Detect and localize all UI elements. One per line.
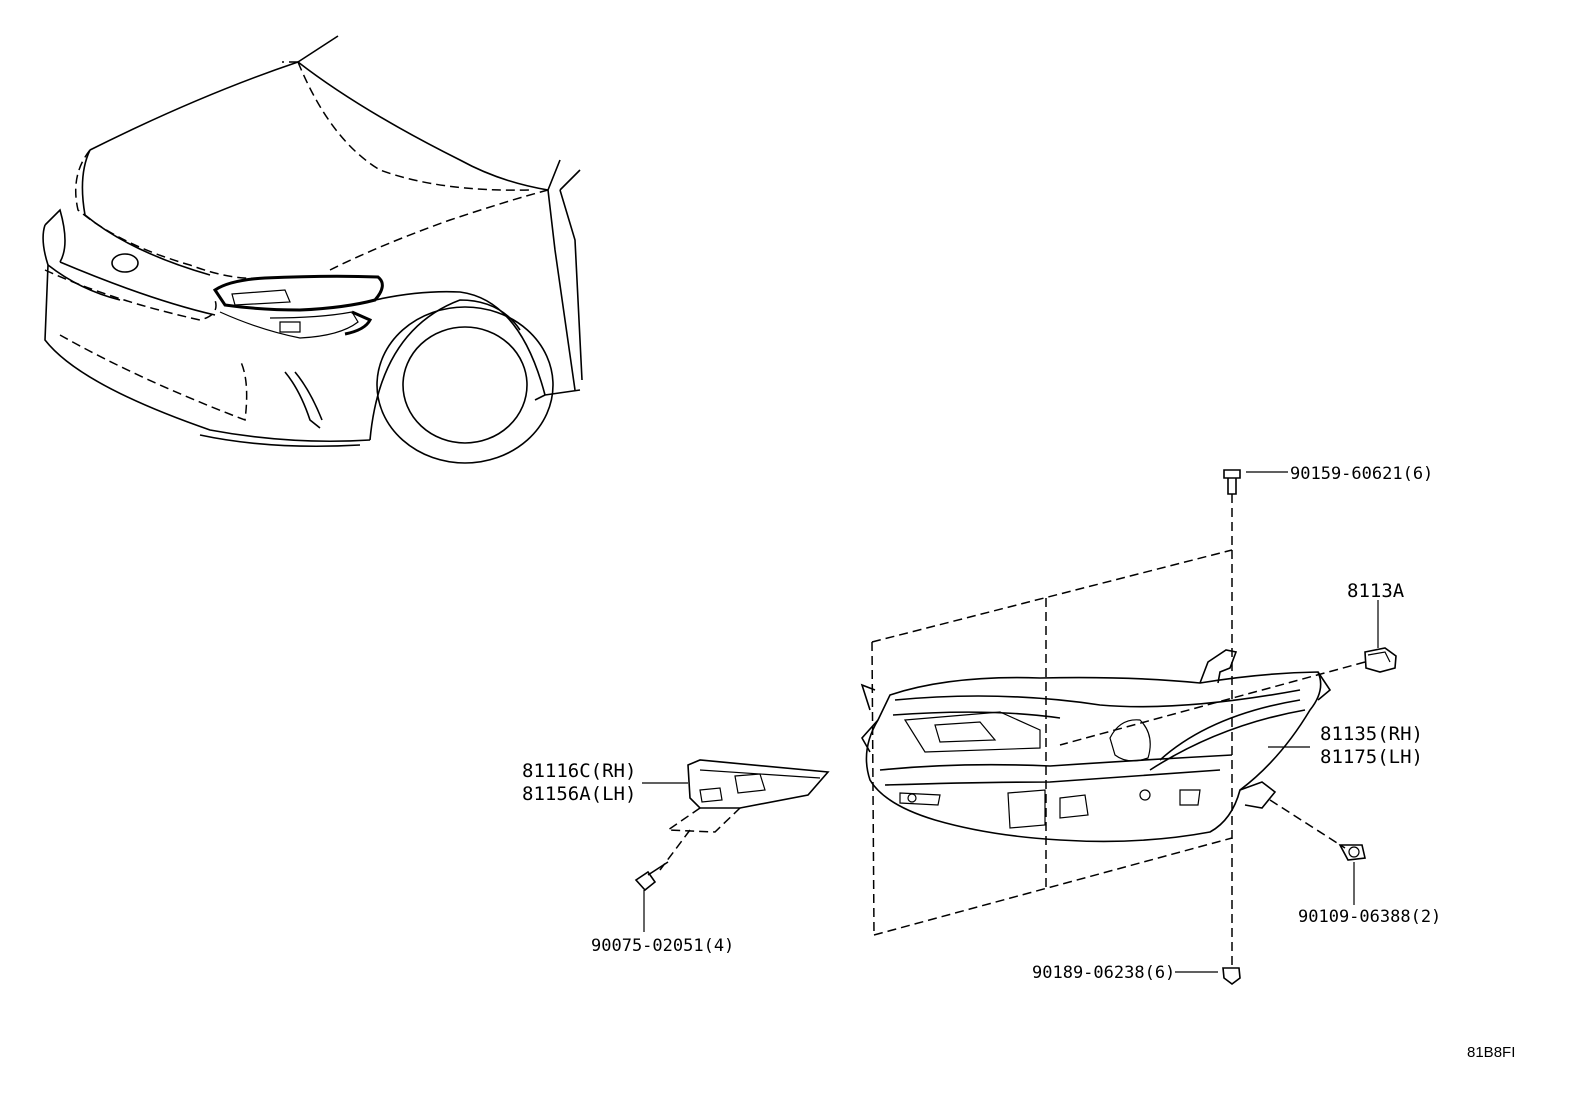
socket-8113a [1364, 647, 1397, 673]
diagram-code: 81B8FI [1467, 1044, 1515, 1061]
label-bracket-lh: 81156A(LH) [522, 783, 636, 805]
headlamp-bracket [665, 759, 830, 833]
bolt-top [1223, 469, 1241, 495]
vehicle-overview [42, 35, 583, 464]
label-bolt-top: 90159-60621(6) [1290, 464, 1433, 484]
label-headlamp-rh: 81135(RH) [1320, 723, 1423, 745]
leader-lines [642, 471, 1379, 973]
bolt-bottom [1222, 967, 1241, 985]
label-screw: 90075-02051(4) [591, 936, 734, 956]
label-bolt-bottom: 90189-06238(6) [1032, 963, 1175, 983]
label-socket: 8113A [1347, 580, 1405, 602]
headlamp-assembly [860, 549, 1332, 936]
label-bolt-side: 90109-06388(2) [1298, 907, 1441, 927]
bolt-side [1338, 844, 1366, 861]
label-headlamp-lh: 81175(LH) [1320, 746, 1423, 768]
label-bracket-rh: 81116C(RH) [522, 760, 636, 782]
